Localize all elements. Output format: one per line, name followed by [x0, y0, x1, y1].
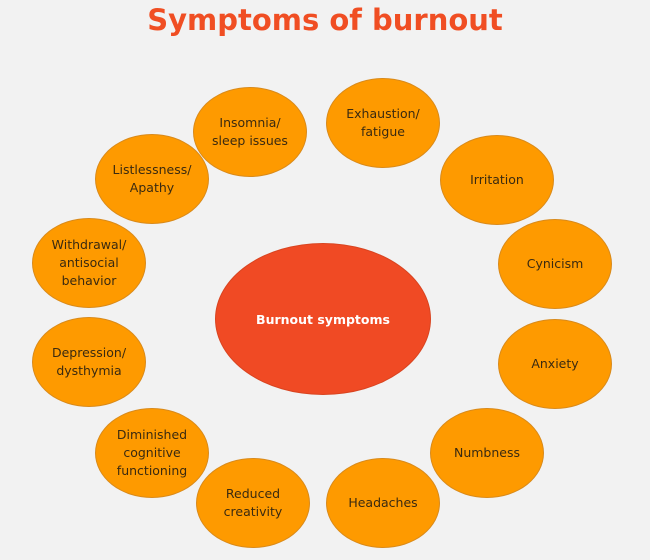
symptom-node-irritation: Irritation: [440, 135, 554, 225]
symptom-node-diminished-cognitive-functioning: Diminished cognitive functioning: [95, 408, 209, 498]
symptom-node-headaches: Headaches: [326, 458, 440, 548]
symptom-node-withdrawal: Withdrawal/ antisocial behavior: [32, 218, 146, 308]
symptom-node-cynicism: Cynicism: [498, 219, 612, 309]
center-node-burnout-symptoms: Burnout symptoms: [215, 243, 431, 395]
symptom-node-exhaustion: Exhaustion/ fatigue: [326, 78, 440, 168]
symptom-node-listlessness: Listlessness/ Apathy: [95, 134, 209, 224]
symptom-node-reduced-creativity: Reduced creativity: [196, 458, 310, 548]
symptom-node-numbness: Numbness: [430, 408, 544, 498]
symptom-node-insomnia: Insomnia/ sleep issues: [193, 87, 307, 177]
symptom-node-depression: Depression/ dysthymia: [32, 317, 146, 407]
symptom-node-anxiety: Anxiety: [498, 319, 612, 409]
diagram-title: Symptoms of burnout: [147, 3, 503, 37]
